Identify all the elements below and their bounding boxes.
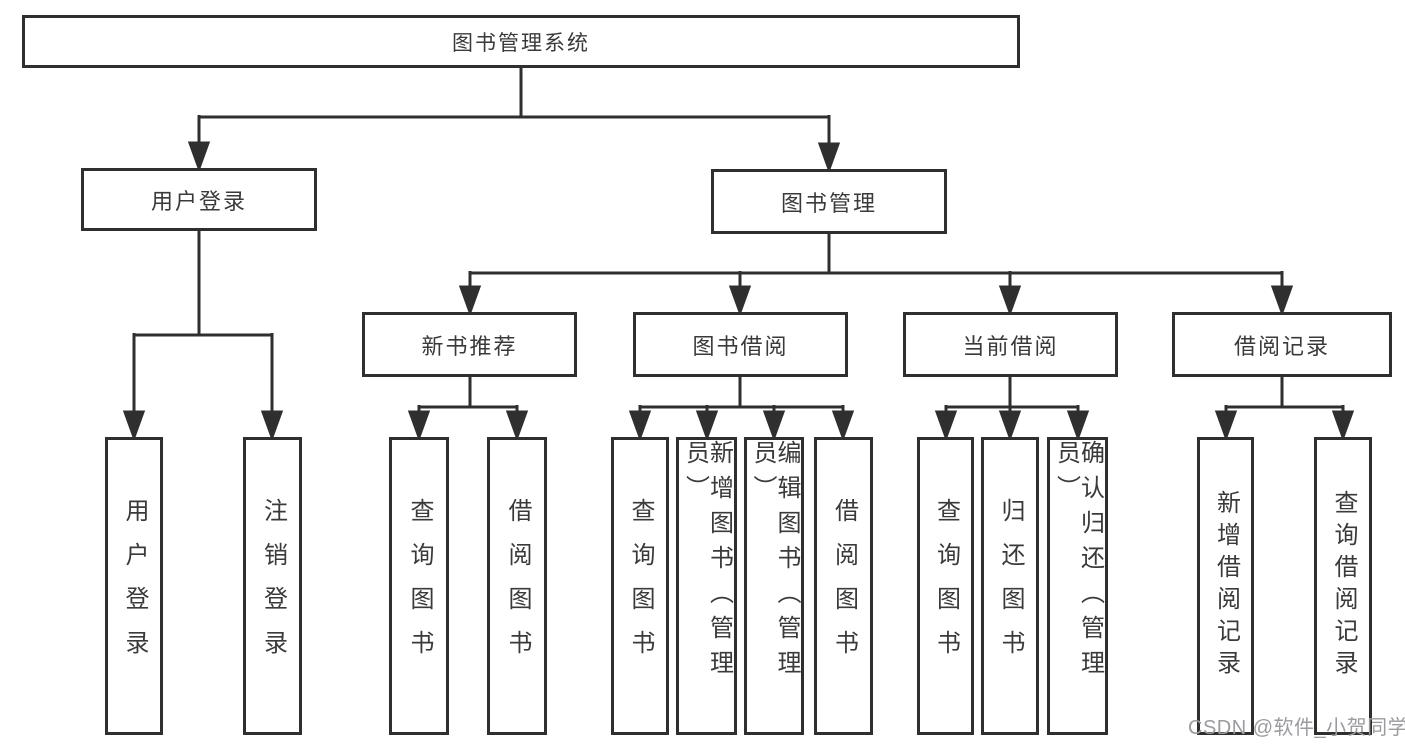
node-new-book-recommend-label: 新书推荐 [421, 333, 518, 359]
connector-mgmt-to-level3 [458, 232, 1294, 317]
arrow-down-icon [1066, 410, 1090, 442]
leaf-newbook-query: 查询图书 [389, 437, 449, 735]
leaf-borrow-book: 借阅图书 [814, 437, 873, 735]
arrow-down-icon [831, 410, 855, 442]
node-book-management-label: 图书管理 [780, 190, 877, 216]
node-book-borrow-label: 图书借阅 [692, 333, 789, 359]
arrow-down-icon [817, 142, 841, 174]
leaf-current-return-label: 归还图书 [997, 498, 1024, 674]
node-borrow-records: 借阅记录 [1172, 312, 1392, 377]
node-book-borrow: 图书借阅 [633, 312, 848, 377]
arrow-down-icon [505, 410, 529, 442]
leaf-newbook-borrow-label: 借阅图书 [504, 498, 531, 674]
node-current-borrow-label: 当前借阅 [962, 333, 1059, 359]
arrow-down-icon [934, 410, 958, 442]
arrow-down-icon [998, 410, 1022, 442]
node-root: 图书管理系统 [22, 15, 1020, 68]
leaf-borrow-query: 查询图书 [611, 437, 669, 735]
connector-borrow-to-leaves [628, 375, 855, 442]
leaf-borrow-add-admin: 新增图书（管理员） [676, 437, 737, 735]
arrow-down-icon [1331, 410, 1355, 442]
leaf-logout: 注销登录 [243, 437, 302, 735]
leaf-borrow-query-label: 查询图书 [627, 498, 654, 674]
connector-newbook-to-leaves [407, 375, 529, 442]
arrow-down-icon [122, 410, 146, 442]
leaf-current-return: 归还图书 [981, 437, 1039, 735]
leaf-newbook-borrow: 借阅图书 [487, 437, 547, 735]
leaf-newbook-query-label: 查询图书 [406, 498, 433, 674]
leaf-user-login: 用户登录 [105, 437, 163, 735]
leaf-record-query-label: 查询借阅记录 [1330, 490, 1357, 682]
leaf-borrow-edit-admin: 编辑图书（管理员） [744, 437, 804, 735]
node-root-label: 图书管理系统 [452, 31, 590, 55]
connector-records-to-leaves [1214, 375, 1355, 442]
watermark: CSDN @软件_小贺同学 [1188, 717, 1405, 739]
arrow-down-icon [728, 285, 752, 317]
connector-root-to-level2 [187, 66, 841, 174]
node-borrow-records-label: 借阅记录 [1233, 333, 1330, 359]
leaf-record-query: 查询借阅记录 [1314, 437, 1372, 735]
leaf-user-login-label: 用户登录 [121, 498, 148, 674]
leaf-borrow-book-label: 借阅图书 [830, 498, 858, 674]
arrow-down-icon [1214, 410, 1238, 442]
leaf-current-confirm-admin-label: 确认归还（管理员） [1052, 440, 1104, 685]
leaf-borrow-edit-admin-label: 编辑图书（管理员） [749, 440, 800, 685]
leaf-borrow-add-admin-label: 新增图书（管理员） [681, 440, 733, 685]
arrow-down-icon [260, 410, 284, 442]
node-current-borrow: 当前借阅 [903, 312, 1118, 377]
node-new-book-recommend: 新书推荐 [362, 312, 577, 377]
leaf-current-confirm-admin: 确认归还（管理员） [1047, 437, 1108, 735]
arrow-down-icon [458, 285, 482, 317]
node-user-login-label: 用户登录 [150, 188, 247, 214]
leaf-record-add: 新增借阅记录 [1197, 437, 1254, 735]
arrow-down-icon [998, 285, 1022, 317]
node-user-login: 用户登录 [81, 168, 317, 231]
arrow-down-icon [187, 141, 211, 173]
arrow-down-icon [695, 410, 719, 442]
connector-current-to-leaves [934, 375, 1090, 442]
leaf-current-query-label: 查询图书 [932, 498, 960, 674]
arrow-down-icon [407, 410, 431, 442]
node-book-management: 图书管理 [711, 169, 947, 234]
connector-login-to-leaves [122, 229, 284, 442]
leaf-logout-label: 注销登录 [259, 498, 287, 674]
leaf-current-query: 查询图书 [917, 437, 974, 735]
arrow-down-icon [1270, 285, 1294, 317]
arrow-down-icon [628, 410, 652, 442]
arrow-down-icon [762, 410, 786, 442]
leaf-record-add-label: 新增借阅记录 [1212, 490, 1240, 682]
